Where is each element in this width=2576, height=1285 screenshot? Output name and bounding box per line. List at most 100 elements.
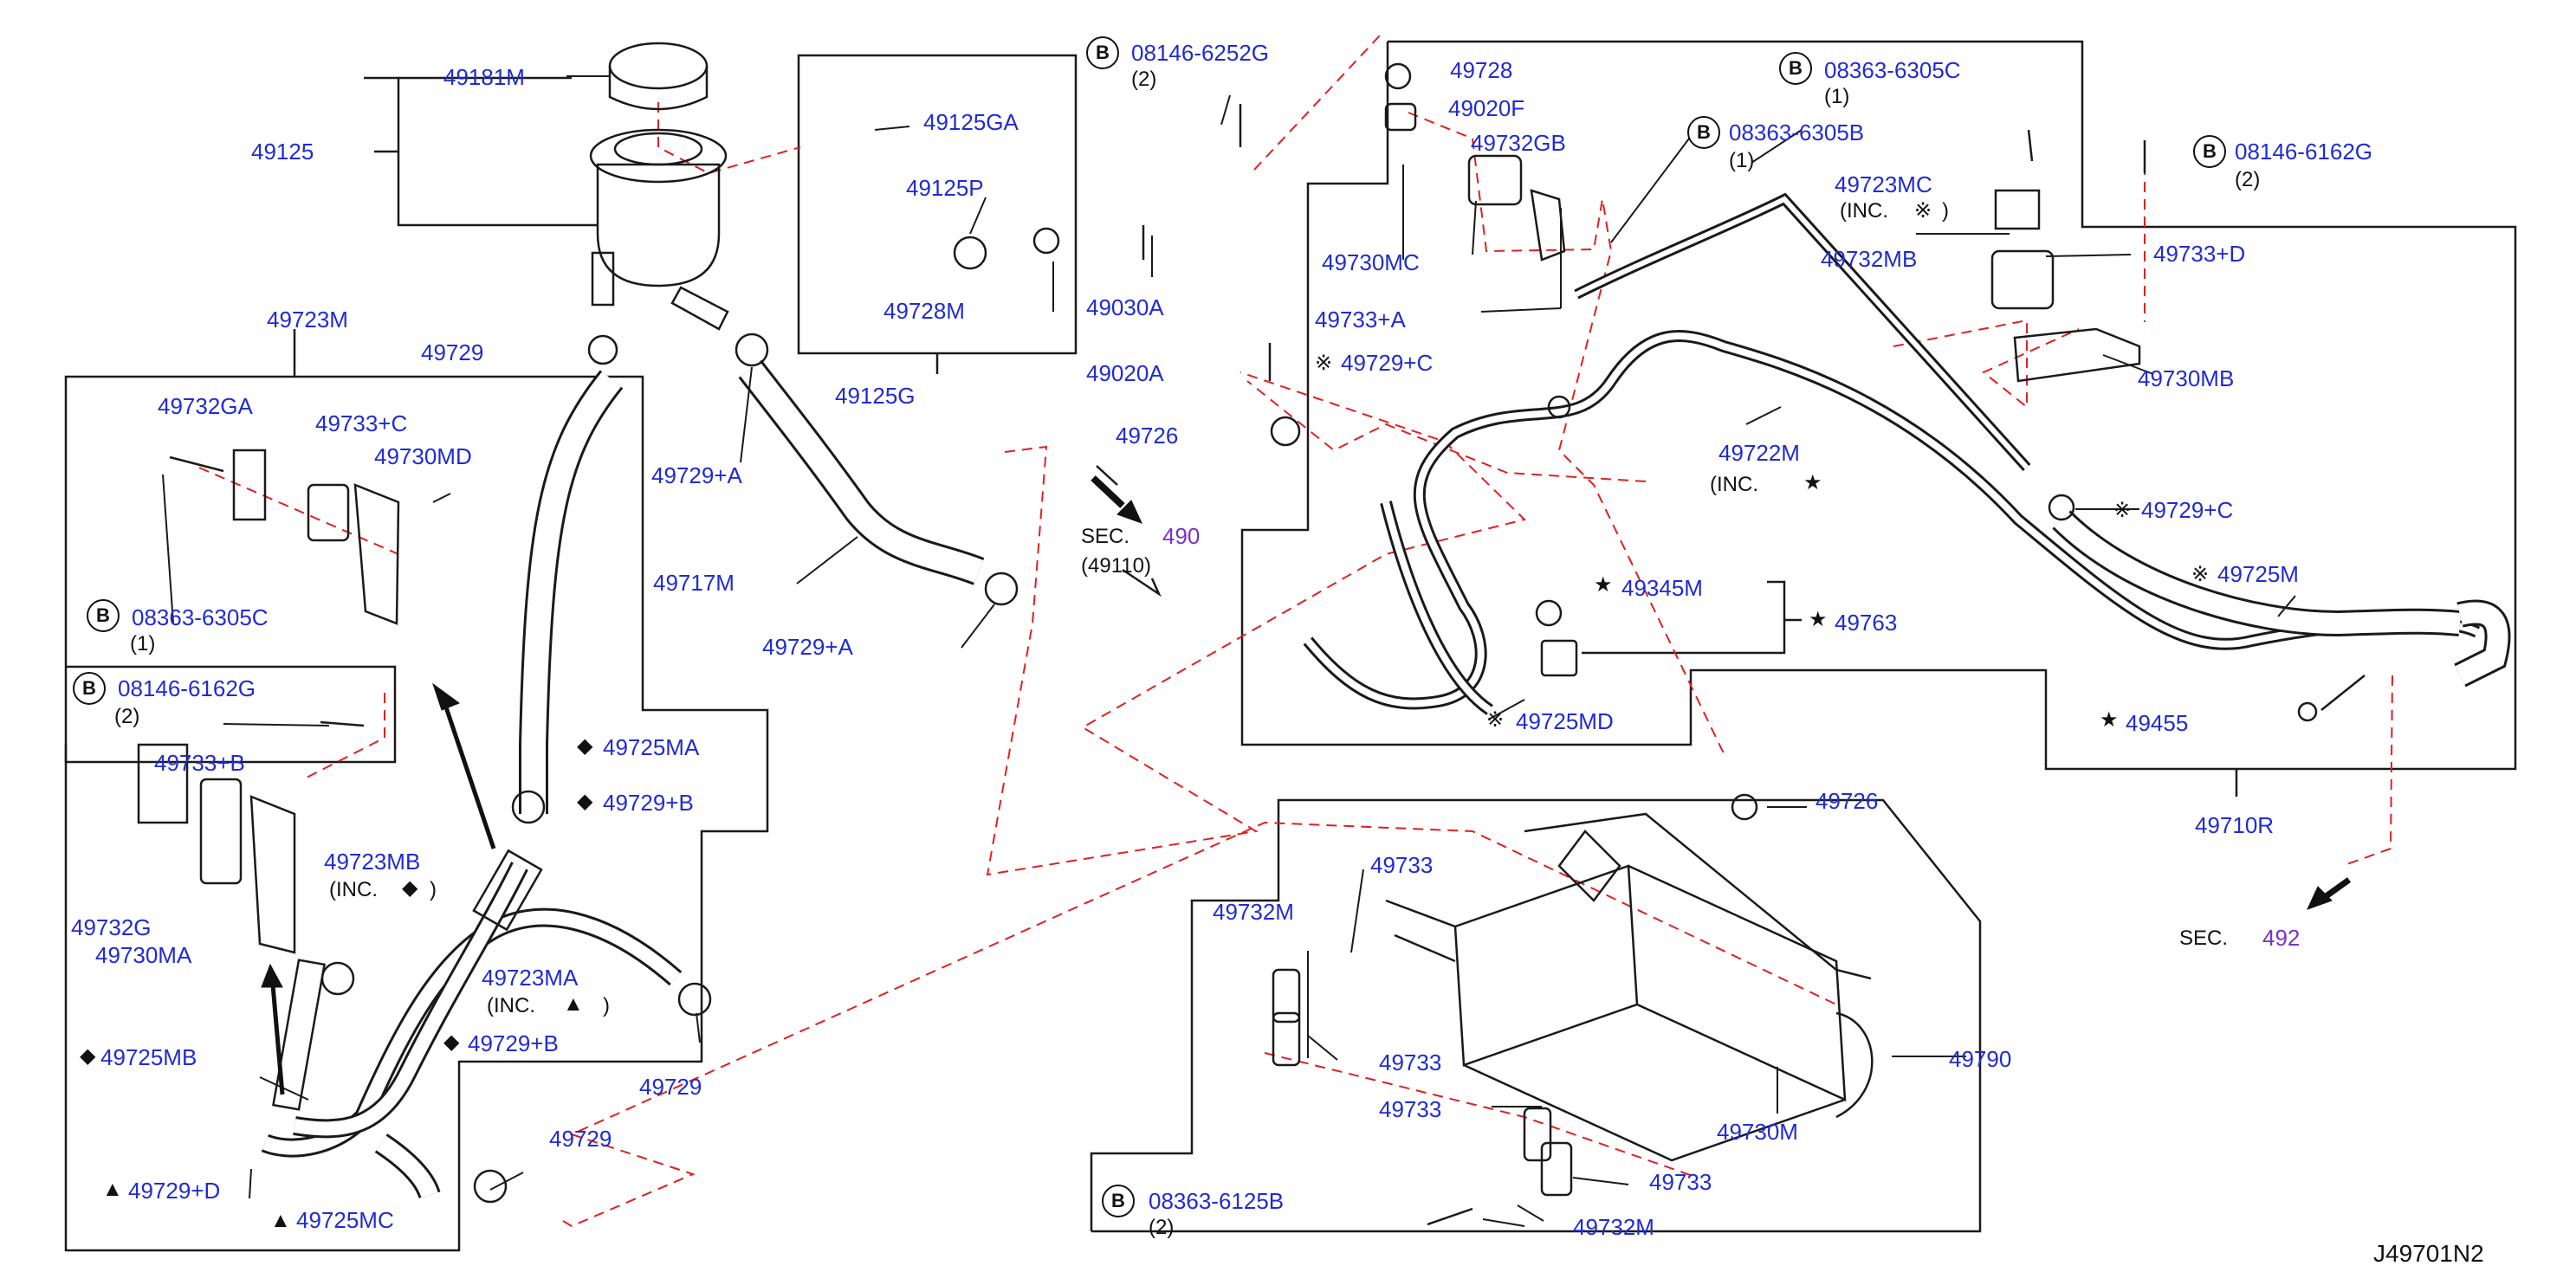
part-inc-49723mc: (INC. xyxy=(1840,199,1888,223)
part-label-49732m-2: 49732M xyxy=(1573,1214,1654,1240)
part-label-49790: 49790 xyxy=(1949,1046,2012,1072)
kome-marker: ※ xyxy=(2113,499,2132,522)
sec-ref-492-number: 492 xyxy=(2262,925,2301,951)
part-label-49726-1: 49726 xyxy=(1116,423,1179,449)
part-label-49725mc: 49725MC xyxy=(296,1207,394,1233)
diamond-marker: ◆ xyxy=(577,734,593,758)
bolt-qty-08363-6305c-left: (1) xyxy=(130,632,156,655)
diamond-marker: ◆ xyxy=(80,1044,96,1068)
bolt-qty-08363-6305b: (1) xyxy=(1729,149,1755,172)
part-label-49455: 49455 xyxy=(2126,710,2189,736)
part-label-49732m-1: 49732M xyxy=(1213,899,1294,925)
part-inc-close-49723mc: ) xyxy=(1942,199,1949,223)
bolt-label-08363-6305c-left: 08363-6305C xyxy=(132,604,269,630)
bolt-label-08146-6162g-right: 08146-6162G xyxy=(2235,139,2373,165)
part-label-49733d: 49733+D xyxy=(2153,241,2246,267)
part-label-49763: 49763 xyxy=(1835,610,1898,636)
bolt-qty-08363-6305c-right: (1) xyxy=(1824,85,1850,108)
part-label-49733c: 49733+C xyxy=(315,410,408,436)
part-label-49725ma: 49725MA xyxy=(603,734,700,760)
bolt-qty-08146-6162g-right: (2) xyxy=(2235,168,2261,191)
sec-ref-490-label: SEC. xyxy=(1081,525,1130,548)
part-label-49733b: 49733+B xyxy=(154,750,245,776)
part-label-49020f: 49020F xyxy=(1448,95,1525,121)
diagram-code: J49701N2 xyxy=(2373,1240,2484,1267)
part-label-49723ma: 49723MA xyxy=(482,965,579,991)
part-inc-49723mb: (INC. xyxy=(329,878,378,901)
part-label-49729-bot: 49729 xyxy=(549,1126,612,1152)
part-label-49730ma: 49730MA xyxy=(95,942,192,968)
part-label-49733-3: 49733 xyxy=(1379,1096,1442,1122)
part-inc-49722m: (INC. xyxy=(1710,473,1758,496)
bolt-label-08363-6305b: 08363-6305B xyxy=(1729,119,1865,145)
part-label-49725md: 49725MD xyxy=(1516,708,1614,734)
label-leaders xyxy=(162,75,2296,1227)
bolt-b-marker: B xyxy=(1102,1185,1135,1217)
part-label-49729b-1: 49729+B xyxy=(603,790,694,816)
part-label-49125: 49125 xyxy=(251,139,314,165)
part-label-49730m: 49730M xyxy=(1717,1119,1798,1145)
part-label-49729a-2: 49729+A xyxy=(762,634,853,660)
part-label-49733-1: 49733 xyxy=(1370,852,1434,878)
bolt-b-marker: B xyxy=(73,672,106,705)
sec-ref-490-number: 490 xyxy=(1162,523,1201,549)
part-label-49733-2: 49733 xyxy=(1379,1049,1442,1075)
part-label-49723mc: 49723MC xyxy=(1835,171,1932,197)
diamond-marker: ◆ xyxy=(443,1030,460,1054)
part-label-49710r: 49710R xyxy=(2195,812,2275,838)
part-label-49723mb: 49723MB xyxy=(324,849,421,875)
part-label-49717m: 49717M xyxy=(653,570,735,596)
arrows xyxy=(261,475,2352,1095)
part-label-49020a: 49020A xyxy=(1086,360,1164,386)
part-inc-49723ma: (INC. xyxy=(487,994,535,1017)
kome-marker: ※ xyxy=(1486,708,1505,732)
part-label-49729a-1: 49729+A xyxy=(651,462,742,488)
part-label-49181m: 49181M xyxy=(443,64,525,90)
part-inc-close-49723ma: ) xyxy=(603,994,610,1017)
diamond-marker: ◆ xyxy=(402,876,418,900)
callout-frames xyxy=(64,40,2517,1252)
part-label-49728: 49728 xyxy=(1450,57,1513,83)
bolt-b-marker: B xyxy=(1687,116,1720,149)
part-label-49732mb: 49732MB xyxy=(1821,246,1918,272)
bolt-qty-08363-6125b: (2) xyxy=(1149,1216,1175,1239)
bolt-label-08363-6305c-right: 08363-6305C xyxy=(1824,57,1961,83)
part-label-49729c-1: 49729+C xyxy=(1341,350,1434,376)
bolt-b-marker: B xyxy=(2193,135,2226,168)
part-label-49730md: 49730MD xyxy=(374,443,472,469)
triangle-marker: ▲ xyxy=(270,1209,291,1232)
bolt-label-08363-6125b: 08363-6125B xyxy=(1149,1188,1285,1214)
part-label-49733a: 49733+A xyxy=(1315,307,1406,333)
part-label-49125ga: 49125GA xyxy=(923,109,1019,135)
part-label-49726-2: 49726 xyxy=(1815,788,1879,814)
part-label-49125p: 49125P xyxy=(906,175,984,201)
bolt-label-08146-6252g: 08146-6252G xyxy=(1131,40,1270,66)
bolt-qty-08146-6252g: (2) xyxy=(1131,68,1157,91)
kome-marker: ※ xyxy=(1914,199,1932,223)
part-label-49722m: 49722M xyxy=(1718,440,1800,466)
kome-marker: ※ xyxy=(1315,352,1333,375)
part-label-49730mc: 49730MC xyxy=(1322,249,1420,275)
bolt-b-marker: B xyxy=(1086,36,1119,69)
bolt-label-08146-6162g-left: 08146-6162G xyxy=(118,675,256,701)
part-label-49725mb: 49725MB xyxy=(100,1044,197,1070)
part-label-49732g: 49732G xyxy=(71,914,152,940)
part-label-49729d: 49729+D xyxy=(128,1178,221,1204)
bolt-b-marker: B xyxy=(87,599,120,632)
sec-ref-490-sub: (49110) xyxy=(1081,554,1151,578)
part-label-49125g: 49125G xyxy=(835,383,916,409)
star-marker: ★ xyxy=(1594,573,1613,597)
part-label-49733-4: 49733 xyxy=(1649,1169,1712,1195)
star-marker: ★ xyxy=(2100,708,2119,732)
part-label-49723m: 49723M xyxy=(267,307,348,333)
bolt-b-marker: B xyxy=(1779,52,1812,85)
triangle-marker: ▲ xyxy=(563,992,584,1016)
triangle-marker: ▲ xyxy=(102,1178,123,1201)
parts-outlines xyxy=(137,42,2511,1226)
bolt-qty-08146-6162g-left: (2) xyxy=(114,705,140,728)
star-marker: ★ xyxy=(1803,471,1822,494)
part-label-49728m: 49728M xyxy=(883,298,965,324)
part-label-49730mb: 49730MB xyxy=(2138,365,2235,391)
